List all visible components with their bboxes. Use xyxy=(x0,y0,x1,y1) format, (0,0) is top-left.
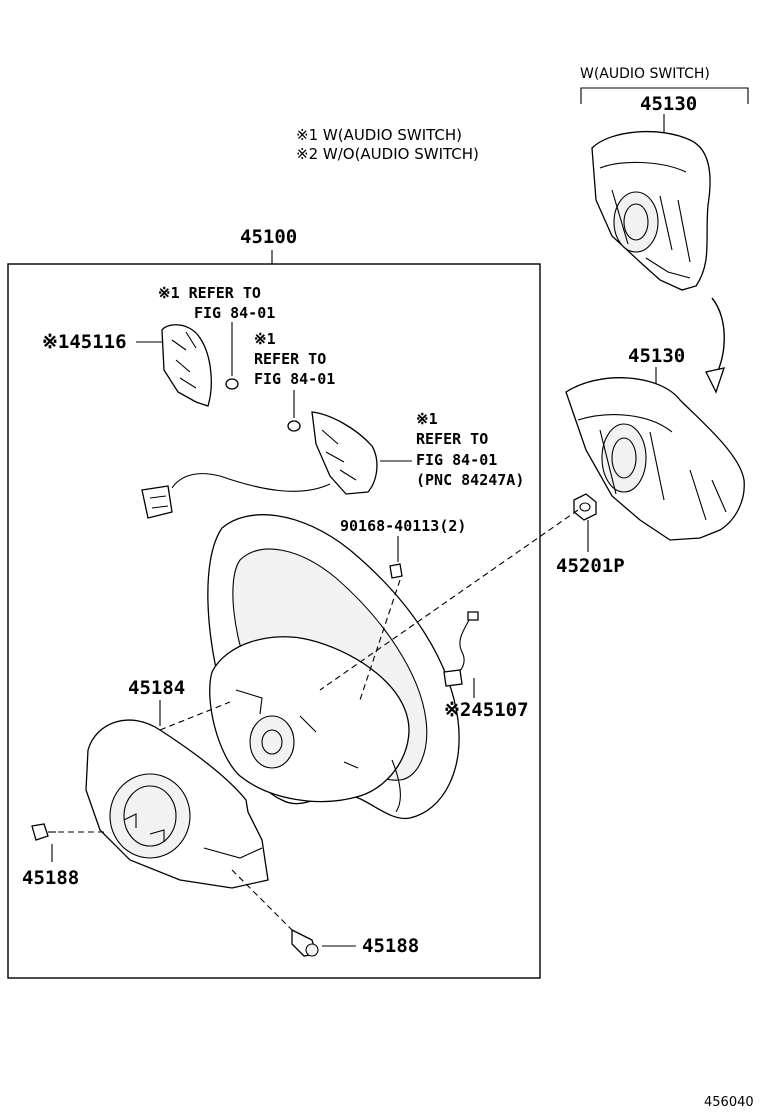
ref3-line1: ※1 xyxy=(416,410,438,428)
ref3-line4: (PNC 84247A) xyxy=(416,471,524,489)
ref2-line3: FIG 84-01 xyxy=(254,370,335,388)
steering-wheel xyxy=(207,514,460,820)
ref2-line2: REFER TO xyxy=(254,350,326,368)
change-arrow xyxy=(711,297,725,379)
wire-harness-245107 xyxy=(443,611,479,687)
label-90168: 90168-40113(2) xyxy=(340,517,466,535)
audio-switch-bracket xyxy=(580,87,749,104)
align-line-nut xyxy=(319,509,579,691)
label-45188-bottom: 45188 xyxy=(362,935,419,957)
figure-id: 456040 xyxy=(704,1095,754,1110)
nut-45201P xyxy=(573,493,597,521)
note-with-audio-switch: ※1 W(AUDIO SWITCH) xyxy=(296,126,462,144)
ref1-line2: FIG 84-01 xyxy=(194,304,275,322)
label-45100: 45100 xyxy=(240,226,297,248)
screw-45188-bottom xyxy=(291,928,319,957)
label-45188-left: 45188 xyxy=(22,867,79,889)
ref3-line3: FIG 84-01 xyxy=(416,451,497,469)
screw-45188-left xyxy=(31,823,56,841)
align-line-screw-bottom xyxy=(231,869,293,931)
label-45116: ※145116 xyxy=(42,331,127,353)
ref3-line2: REFER TO xyxy=(416,430,488,448)
lower-cover-45184 xyxy=(85,719,269,889)
switch-45116 xyxy=(161,324,212,407)
audio-switch-group-label: W(AUDIO SWITCH) xyxy=(580,66,710,82)
note-without-audio-switch: ※2 W/O(AUDIO SWITCH) xyxy=(296,145,479,163)
switch-with-wire xyxy=(141,411,378,519)
screw-ref1 xyxy=(225,378,239,390)
label-45184: 45184 xyxy=(128,677,185,699)
horn-pad xyxy=(565,377,745,541)
label-45130-top: 45130 xyxy=(640,93,697,115)
horn-pad-with-audio-switch xyxy=(591,131,711,291)
label-45201P: 45201P xyxy=(556,555,625,577)
screw-ref2 xyxy=(287,420,301,432)
bolt-90168 xyxy=(389,563,403,579)
label-45130-mid: 45130 xyxy=(628,345,685,367)
align-line-bolt xyxy=(359,579,401,701)
ref1-line1: ※1 REFER TO xyxy=(158,284,261,302)
assembly-box-45100 xyxy=(7,263,541,979)
align-line-cover xyxy=(159,701,231,731)
ref2-line1: ※1 xyxy=(254,330,276,348)
change-arrow-head xyxy=(705,367,725,394)
label-245107: ※245107 xyxy=(444,699,529,721)
